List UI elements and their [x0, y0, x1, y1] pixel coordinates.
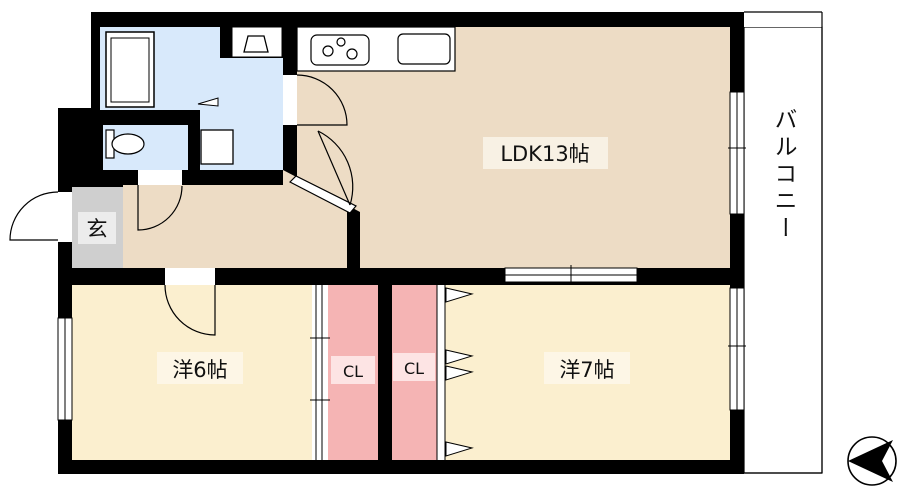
entrance-label-bg	[78, 212, 116, 244]
western7-label-bg	[544, 352, 630, 384]
closet-right-label-bg	[393, 353, 435, 381]
ldk-label: LDK13帖	[500, 142, 589, 166]
outside-area-2	[0, 0, 58, 185]
balcony-area	[743, 26, 823, 474]
entrance-door-swing	[9, 191, 59, 241]
washing-machine-icon	[200, 129, 234, 165]
entrance-label: 玄	[87, 217, 108, 241]
toilet-icon	[105, 129, 145, 159]
balcony-label: バルコニー	[770, 108, 797, 243]
western7-label: 洋7帖	[559, 358, 614, 382]
interior-wall	[347, 205, 360, 268]
closet-left-label: CL	[343, 362, 363, 381]
closet-left-label-bg	[331, 356, 375, 384]
sink-icon	[397, 33, 451, 65]
western6-label-bg	[157, 352, 243, 384]
western6-label: 洋6帖	[172, 358, 227, 382]
ldk-label-bg	[483, 137, 608, 169]
north-arrow-icon	[847, 436, 897, 486]
closet-right-label: CL	[404, 359, 424, 378]
bathtub-icon	[105, 31, 155, 108]
